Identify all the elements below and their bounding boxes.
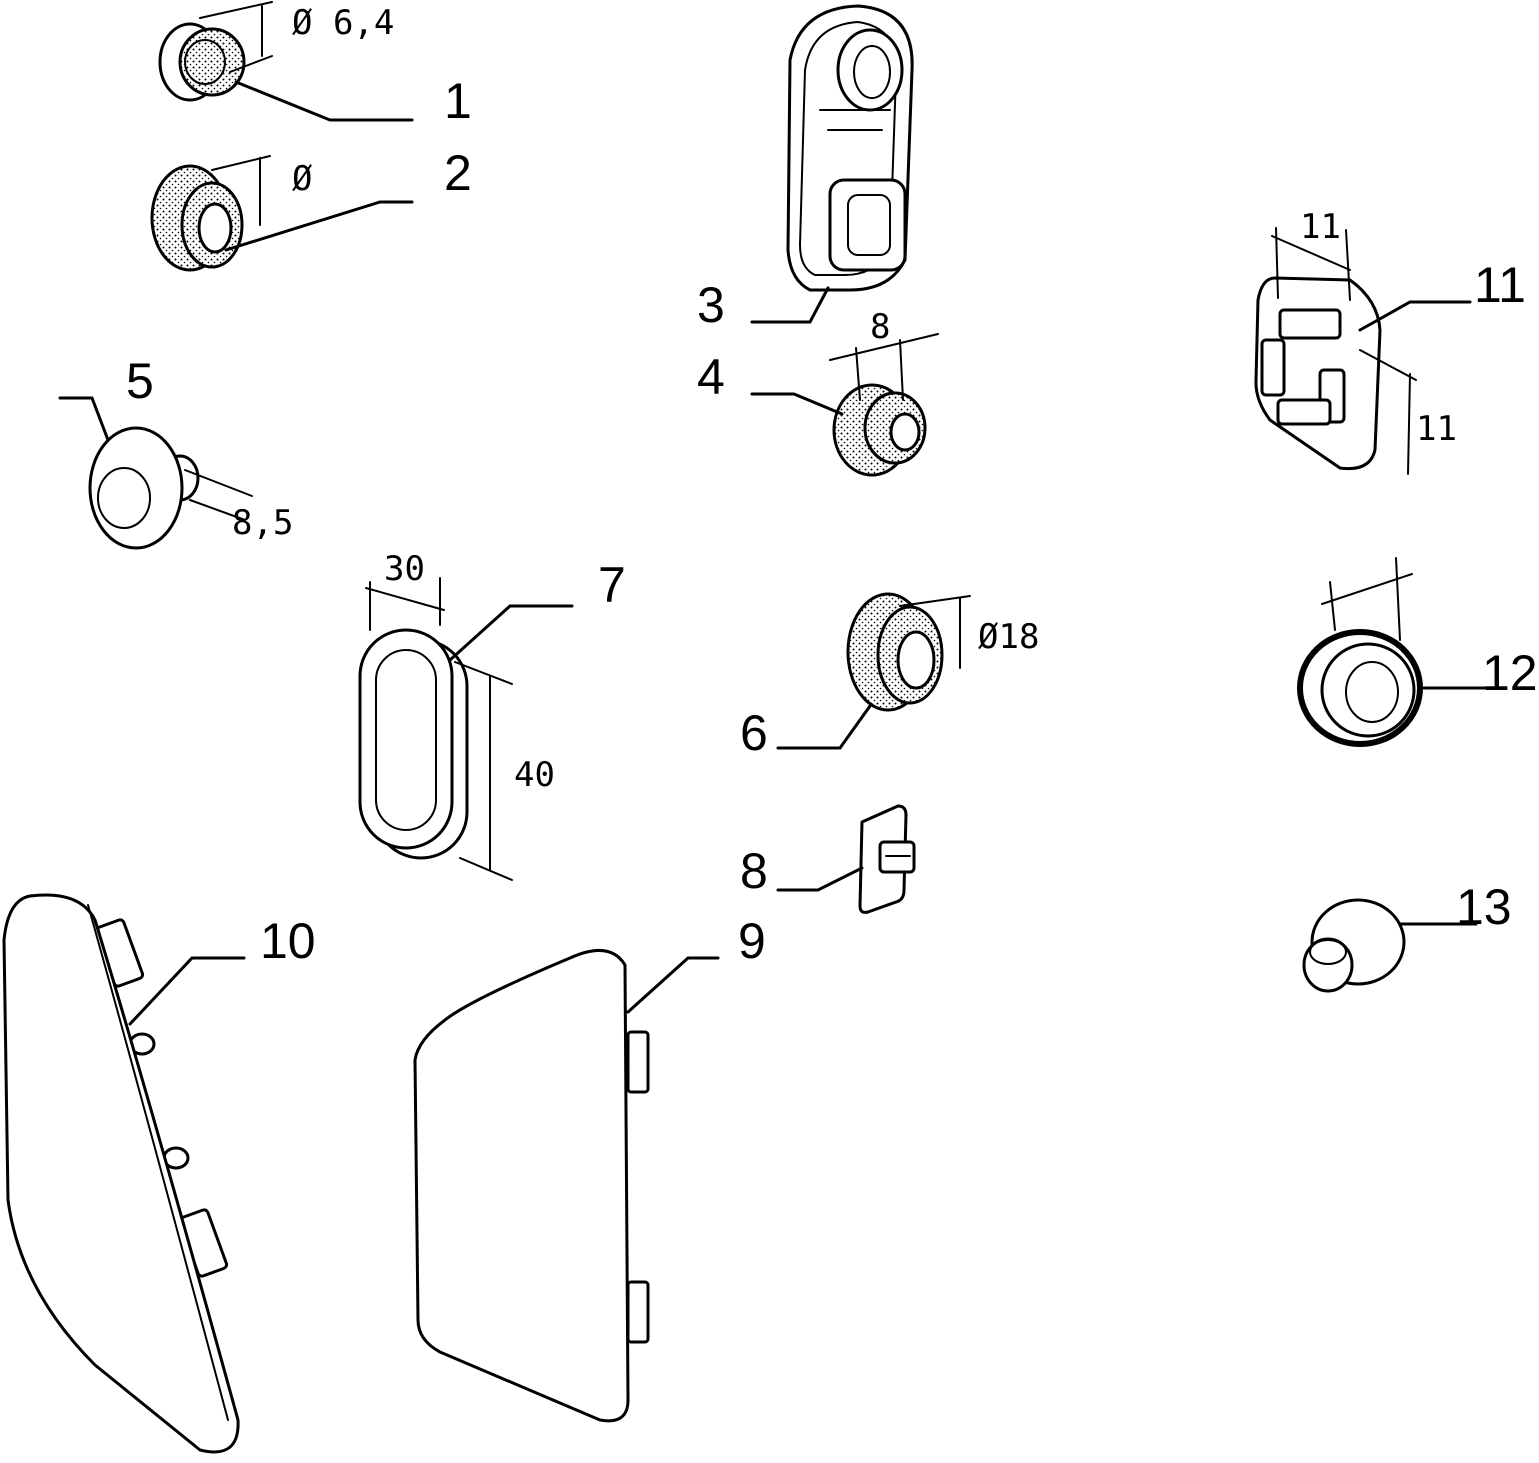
- dimension-part-1-diameter: Ø 6,4: [292, 3, 394, 43]
- callout-2-leader: [224, 200, 414, 252]
- part-7-oval-grommet-illustration: [358, 577, 513, 881]
- part-1-plug-illustration: [158, 1, 273, 102]
- callout-10: 10: [260, 913, 316, 969]
- dimension-part-7-height: 40: [514, 755, 555, 795]
- dimension-part-7-width: 30: [384, 549, 425, 589]
- part-12-ring-illustration: [1297, 557, 1423, 747]
- dimension-part-11-height: 11: [1416, 409, 1457, 449]
- part-2-grommet-illustration: [150, 155, 271, 272]
- part-8-clip-illustration: [858, 804, 916, 914]
- callout-11-leader: [1358, 300, 1472, 332]
- callout-4-leader: [750, 392, 844, 416]
- callout-11: 11: [1474, 257, 1526, 313]
- callout-3-leader: [750, 286, 830, 324]
- dimension-part-6-diameter: Ø18: [978, 617, 1039, 657]
- callout-7: 7: [598, 557, 626, 613]
- part-6-grommet-illustration: [846, 592, 971, 712]
- callout-5-leader: [58, 396, 110, 442]
- callout-2: 2: [444, 145, 472, 201]
- callout-1-leader: [234, 80, 414, 122]
- callout-3: 3: [697, 277, 725, 333]
- callout-4: 4: [697, 349, 725, 405]
- callout-8: 8: [740, 843, 768, 899]
- part-4-grommet-illustration: [829, 333, 939, 477]
- callout-12: 12: [1482, 645, 1538, 701]
- callout-8-leader: [776, 866, 864, 892]
- part-9-cover-panel-illustration: [413, 948, 650, 1423]
- callout-6-leader: [776, 704, 872, 750]
- part-10-cover-panel-illustration: [2, 893, 240, 1454]
- callout-13: 13: [1456, 879, 1512, 935]
- callout-10-leader: [128, 956, 246, 1026]
- dimension-part-4-width: 8: [870, 307, 890, 347]
- dimension-part-11-width: 11: [1300, 207, 1341, 247]
- part-5-button-illustration: [88, 426, 253, 550]
- part-11-square-clip-illustration: [1254, 227, 1417, 475]
- callout-9-leader: [626, 956, 720, 1014]
- callout-1: 1: [444, 73, 472, 129]
- part-13-plug-illustration: [1302, 898, 1406, 993]
- dimension-part-2-diameter: Ø: [292, 159, 312, 199]
- dimension-part-5-width: 8,5: [232, 503, 293, 543]
- callout-9: 9: [738, 913, 766, 969]
- part-3-holder-illustration: [786, 4, 914, 292]
- callout-6: 6: [740, 705, 768, 761]
- callout-5: 5: [126, 353, 154, 409]
- callout-7-leader: [448, 604, 574, 662]
